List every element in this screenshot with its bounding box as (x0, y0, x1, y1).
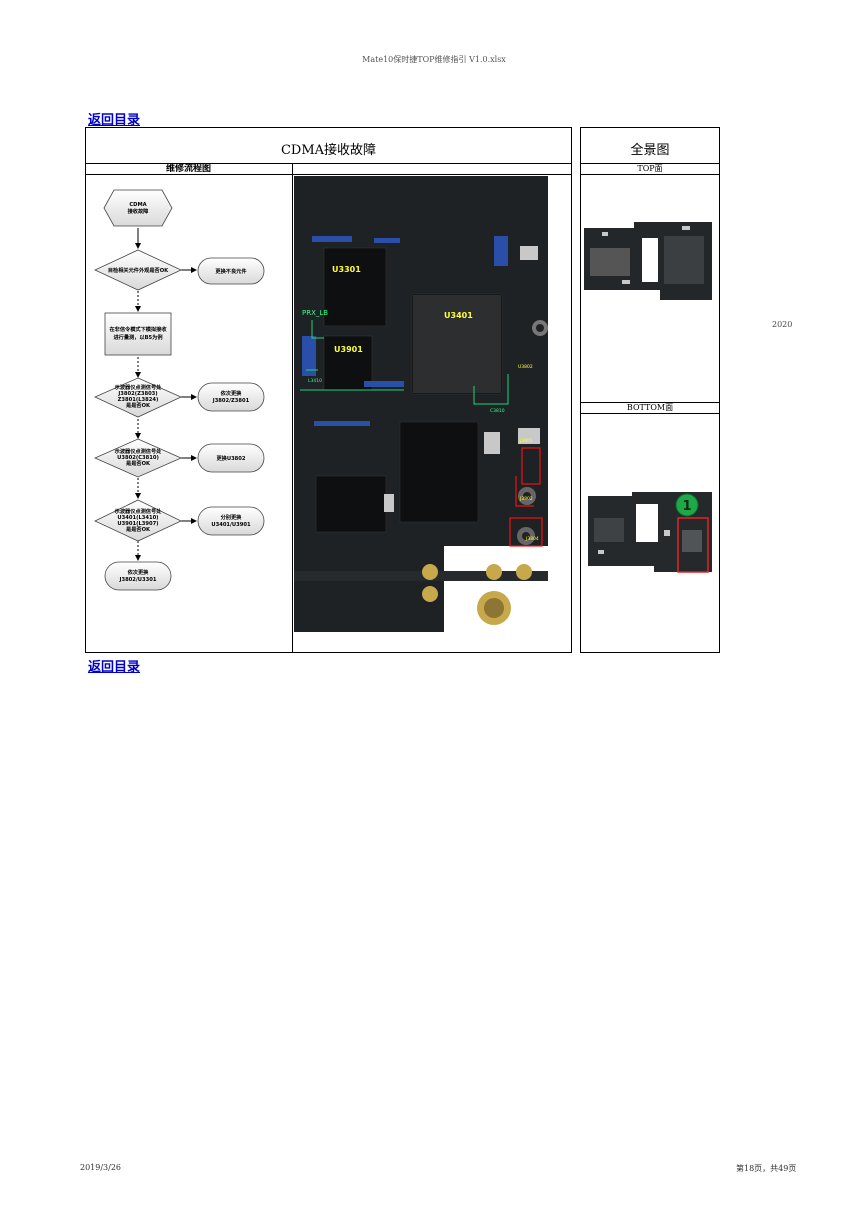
flow-r4-l1: 分别更换 (221, 513, 243, 521)
label-c3810: C3810 (490, 408, 505, 414)
bottom-board-photo: 1 (588, 492, 712, 573)
flow-r1-text: 更换不良元件 (215, 267, 247, 275)
back-to-contents-link-top[interactable]: 返回目录 (88, 113, 141, 128)
flow-return-4 (197, 506, 265, 536)
flow-d1-text: 目检相关元件外观是否OK (108, 266, 169, 274)
svg-text:CDMA接收故障: CDMA接收故障 (128, 202, 150, 215)
bottom-side-label: BOTTOM面 (626, 403, 674, 412)
side-note: 2020 (772, 320, 793, 329)
flow-d2-l4: 是是否OK (125, 401, 151, 409)
header-row (85, 163, 572, 175)
flow-d4-l1: 示波器仪点测信号处 (115, 507, 163, 515)
flow-end-l2: J3802/U3301 (119, 577, 157, 583)
board-closeup-photo: U3301 U3401 U3901 U3802 J3801 J3802 J380… (294, 176, 548, 632)
label-u3901: U3901 (334, 345, 363, 354)
flow-return-1 (197, 257, 265, 285)
flow-d4-l3: U3901(L3907) (117, 521, 158, 527)
top-side-label: TOP面 (637, 164, 663, 173)
flow-p1-l2: 进行量测，以B5为例 (113, 333, 162, 341)
flow-d4-l2: U3401(L3410) (117, 515, 158, 521)
label-u3802: U3802 (518, 364, 533, 370)
label-j3804: J3804 (525, 536, 539, 542)
main-panel (85, 127, 572, 653)
flow-process-1 (104, 312, 172, 356)
label-u3401: U3401 (444, 311, 473, 320)
flow-r2-l1: 依次更换 (221, 389, 243, 397)
flow-end (104, 561, 172, 591)
svg-text:在非信令模式下模拟接收进行量测，以B5为例: 在非信令模式下模拟接收进行量测，以B5为例 (109, 325, 167, 341)
label-prx-lb: PRX_LB (302, 309, 328, 317)
label-j3801: J3801 (519, 438, 533, 444)
main-title: CDMA接收故障 (280, 143, 377, 158)
flow-start (103, 189, 173, 227)
panorama-title: 全景图 (630, 143, 670, 158)
pad-1 (422, 564, 438, 580)
column-divider (292, 163, 293, 653)
footer-page: 第18页，共49页 (736, 1164, 797, 1173)
label-u3301: U3301 (332, 265, 361, 274)
flow-d2-l3: Z3801(L3824) (118, 397, 159, 403)
marker-1-text: 1 (682, 499, 691, 514)
flow-d3-l2: U3802(C3810) (117, 455, 159, 461)
pad-3 (486, 564, 502, 580)
back-to-contents-link-bottom[interactable]: 返回目录 (88, 660, 141, 675)
chip-u3301 (323, 247, 387, 327)
chip-lower-center (399, 421, 479, 523)
flow-d4-l4: 是是否OK (125, 525, 151, 533)
flow-return-3 (197, 443, 265, 473)
flow-return-2 (197, 382, 265, 412)
flow-decision-3 (94, 438, 182, 478)
flow-d3-l3: 是是否OK (125, 459, 151, 467)
flow-p1-l1: 在非信令模式下模拟接收 (109, 325, 167, 333)
flow-start-l1: CDMA (129, 202, 146, 208)
flow-end-l1: 依次更换 (128, 568, 150, 576)
top-label-row (580, 163, 720, 175)
pad-4 (516, 564, 532, 580)
flow-r3-text: 更换U3802 (216, 454, 245, 462)
marker-1-circle (675, 493, 699, 517)
flow-r4-l2: U3401/U3901 (211, 522, 251, 528)
flow-start-l2: 接收故障 (128, 207, 150, 215)
flow-decision-1 (94, 249, 182, 291)
panorama-panel (580, 127, 720, 653)
chip-lower-left (315, 475, 387, 533)
flow-d2-l2: J3802(Z3803) (117, 391, 157, 397)
flow-decision-4 (94, 499, 182, 542)
flow-d3-l1: 示波器仪点测信号处 (115, 447, 163, 455)
bottom-label-row (580, 402, 720, 414)
pad-2 (422, 586, 438, 602)
flow-r2-l2: J3802/Z3801 (212, 398, 250, 404)
flow-d2-l1: 示波器仪点测信号处 (115, 383, 163, 391)
top-board-photo (584, 222, 712, 300)
label-l3410: L3410 (308, 378, 322, 384)
file-title: Mate10保时捷TOP维修指引 V1.0.xlsx (362, 55, 506, 64)
label-j3802: J3802 (519, 496, 533, 502)
footer-date: 2019/3/26 (80, 1163, 122, 1172)
flow-decision-2 (94, 377, 182, 418)
flow-header: 维修流程图 (165, 164, 211, 174)
